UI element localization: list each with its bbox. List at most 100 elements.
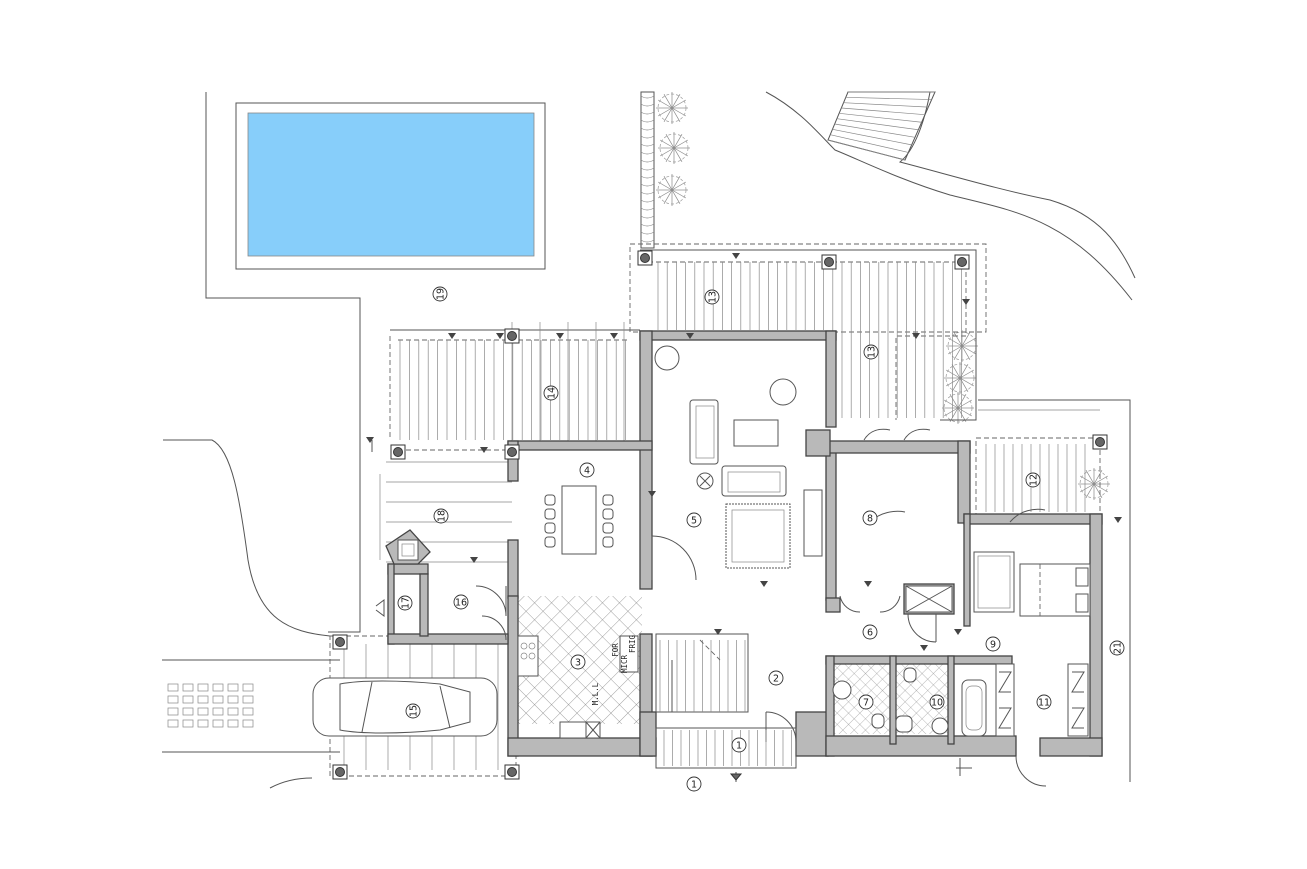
room-number-5: 5 <box>691 515 697 526</box>
shrub-branch <box>671 107 687 117</box>
shrub-branch <box>657 189 673 199</box>
bathtub <box>961 679 987 737</box>
shrub-outline <box>943 393 973 423</box>
shrub-branch <box>961 345 971 361</box>
room-tag-circle <box>686 776 702 792</box>
level-marker <box>920 645 928 651</box>
shrub-branch <box>671 189 681 205</box>
shrub-branch <box>947 345 963 355</box>
room-tag-14: 14 <box>543 385 559 401</box>
stair-tread <box>830 134 909 153</box>
hedge-segment <box>640 143 655 147</box>
shrub-branch <box>953 345 963 361</box>
shrub-icon <box>658 132 690 164</box>
room-tag-circle <box>1036 694 1052 710</box>
shrub-branch <box>657 99 673 109</box>
hedge-segment <box>640 239 655 243</box>
shrub-icon <box>656 92 688 124</box>
paving-block <box>227 707 239 716</box>
level-marker <box>610 333 618 339</box>
paving-block <box>197 719 209 728</box>
column-core <box>1095 437 1105 447</box>
pergola-18 <box>379 322 625 563</box>
shrub-outline <box>945 363 975 393</box>
room-tag-10: 10 <box>929 694 945 710</box>
room-tag-7: 7 <box>858 694 874 710</box>
room-tag-13: 13 <box>704 289 720 305</box>
shrub-branch <box>959 369 975 379</box>
columns <box>332 250 1108 780</box>
level-marker <box>954 629 962 635</box>
room-number-7: 7 <box>863 697 869 708</box>
stair-tread <box>834 123 916 138</box>
level-marker <box>714 629 722 635</box>
room-number-8: 8 <box>867 513 873 524</box>
room-number-14: 14 <box>546 387 557 399</box>
room-tag-circle <box>570 654 586 670</box>
hedge-segment <box>640 95 655 99</box>
dining-chair <box>602 494 614 506</box>
shrub-icon <box>1078 468 1110 500</box>
room-number-15: 15 <box>408 705 419 717</box>
wardrobe-hanger <box>998 671 1012 693</box>
shrub-branch <box>671 99 687 109</box>
room-tag-18: 18 <box>433 508 449 524</box>
stair-tread <box>841 107 926 116</box>
shrub-branch <box>673 147 689 157</box>
room-tag-19: 19 <box>432 286 448 302</box>
room-number-16: 16 <box>455 597 467 608</box>
level-marker <box>962 299 970 305</box>
shrub-branch <box>657 107 673 117</box>
shrub-branch <box>951 363 961 379</box>
paving-block <box>197 707 209 716</box>
shrub-branch <box>671 107 681 123</box>
room-tag-15: 15 <box>405 703 421 719</box>
room-tag-circle <box>432 286 448 302</box>
room-number-6: 6 <box>867 627 873 638</box>
kitchen-label-frig: FRIG <box>628 634 637 653</box>
paving-block <box>242 719 254 728</box>
stair-tread <box>827 139 906 161</box>
shrub-branch <box>959 377 975 387</box>
room-tag-circle <box>1025 472 1041 488</box>
shrub-icon <box>942 392 974 424</box>
hedge-segment <box>640 159 655 163</box>
shrub-branch <box>1093 483 1109 493</box>
wardrobe-hanger <box>1071 707 1085 729</box>
room-tag-4: 4 <box>579 462 595 478</box>
room-tag-12: 12 <box>1025 472 1041 488</box>
room-tag-circle <box>929 694 945 710</box>
dining-chair <box>602 508 614 520</box>
level-marker <box>470 557 478 563</box>
dining-chair <box>544 494 556 506</box>
level-marker <box>448 333 456 339</box>
bedroom-rug <box>973 551 1015 613</box>
column-core <box>335 637 345 647</box>
level-marker <box>366 437 374 443</box>
shrub-branch <box>1085 483 1095 499</box>
hedge-segment <box>640 175 655 179</box>
coffee-table <box>733 419 779 447</box>
shrub-branch <box>957 399 973 409</box>
stair-tread <box>836 118 919 131</box>
shrub-branch <box>659 139 675 149</box>
shrub-branch <box>961 331 971 347</box>
hedge-segment <box>640 151 655 155</box>
shrub-branch <box>671 181 687 191</box>
paving-block <box>167 695 179 704</box>
terrace-14 <box>389 329 640 440</box>
shrub-branch <box>953 331 963 347</box>
paving-block <box>197 683 209 692</box>
room-tag-11: 11 <box>1036 694 1052 710</box>
room-tag-circle <box>731 737 747 753</box>
level-marker <box>686 333 694 339</box>
room-tag-circle <box>768 670 784 686</box>
paving-block <box>227 719 239 728</box>
room-tag-circle <box>862 624 878 640</box>
site-outlines <box>163 91 1136 789</box>
shrub-branch <box>949 393 959 409</box>
paving-block <box>167 719 179 728</box>
kitchen-label-mll: M.L.L <box>591 682 600 705</box>
paving-block <box>242 683 254 692</box>
